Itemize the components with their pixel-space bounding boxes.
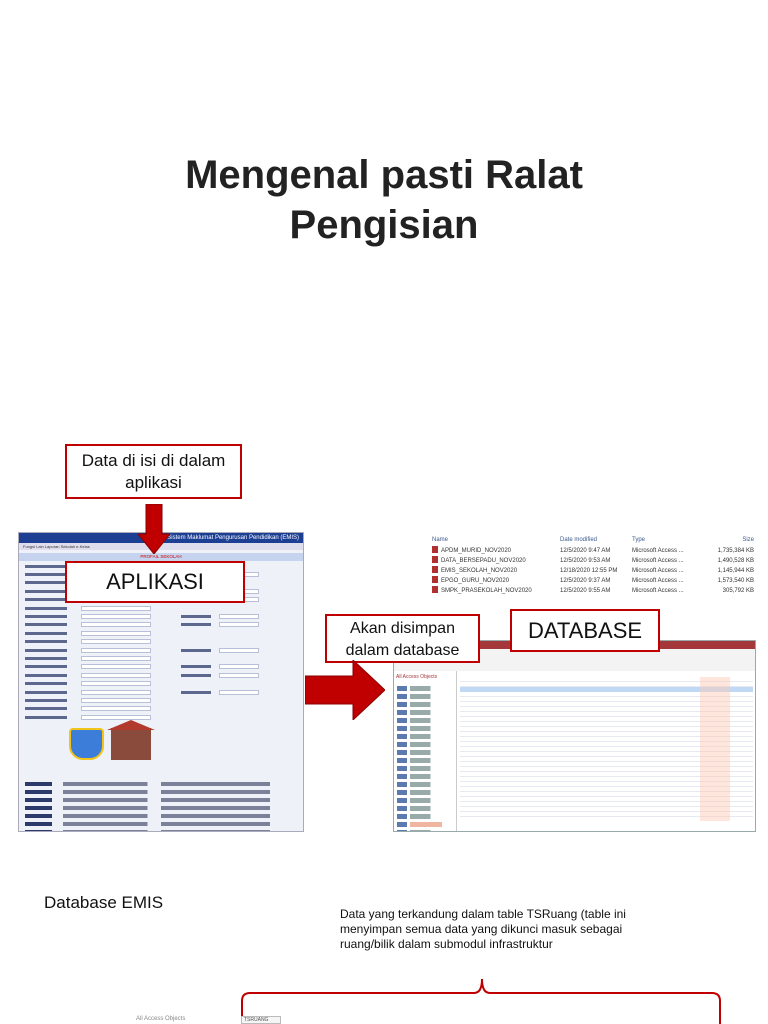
bottom-nav-title: All Access Objects: [136, 1016, 186, 1022]
arrow-down-icon: [138, 504, 170, 554]
slide-title-line-2: Pengisian: [289, 203, 479, 247]
nav-pane-title: All Access Objects: [396, 674, 438, 680]
tsruang-note: Data yang terkandung dalam table TSRuang…: [340, 907, 626, 951]
col-modified: Date modified: [560, 537, 598, 543]
database-emis-heading: Database EMIS: [44, 893, 164, 912]
slide-title-line-1: Mengenal pasti Ralat: [185, 153, 583, 197]
slide-title: Mengenal pasti Ralat Pengisian: [0, 150, 768, 250]
app-note-callout: Data di isi di dalam aplikasi: [65, 444, 242, 499]
file-row[interactable]: APDM_MURID_NOV2020 12/5/2020 9:47 AM Mic…: [428, 546, 764, 556]
app-form-rows: [19, 563, 303, 720]
database-label: DATABASE: [510, 609, 660, 652]
col-name: Name: [432, 537, 449, 543]
file-list: Name Date modified Type Size APDM_MURID_…: [428, 534, 764, 606]
database-screenshot: All Access Objects: [393, 640, 756, 832]
col-type: Type: [632, 537, 646, 543]
file-list-header: Name Date modified Type Size: [428, 534, 764, 546]
bottom-access-strip: All Access Objects TSRUANG: [136, 1016, 726, 1024]
school-crest-image: [69, 728, 104, 760]
app-menu-tabs: Fungsi Lain Laporan Sekolah e-Kelas: [19, 543, 303, 550]
file-row[interactable]: EMIS_SEKOLAH_NOV2020 12/18/2020 12:55 PM…: [428, 566, 764, 576]
curly-brace-icon: [241, 978, 721, 1024]
access-file-icon: [432, 546, 438, 553]
access-file-icon: [432, 586, 438, 593]
file-row[interactable]: DATA_BERSEPADU_NOV2020 12/5/2020 9:53 AM…: [428, 556, 764, 566]
school-building-image: [107, 720, 155, 760]
access-file-icon: [432, 556, 438, 563]
file-row[interactable]: SMPK_PRASEKOLAH_NOV2020 12/5/2020 9:55 A…: [428, 586, 764, 596]
aplikasi-label: APLIKASI: [65, 561, 245, 603]
app-label-checklist: [25, 778, 297, 831]
app-note-text: Data di isi di dalam aplikasi: [81, 451, 226, 492]
col-size: Size: [742, 537, 754, 543]
db-note-text: Akan disimpan dalam database: [345, 620, 460, 659]
access-file-icon: [432, 576, 438, 583]
app-section-title: PROFAIL SEKOLAH: [19, 553, 303, 561]
db-note-callout: Akan disimpan dalam database: [325, 614, 480, 663]
arrow-right-icon: [305, 660, 385, 720]
access-datasheet-grid: [460, 677, 753, 821]
access-file-icon: [432, 566, 438, 573]
tab-tsruang[interactable]: TSRUANG: [241, 1016, 281, 1024]
access-navigation-pane: All Access Objects: [394, 671, 457, 831]
file-row[interactable]: EPGO_GURU_NOV2020 12/5/2020 9:37 AM Micr…: [428, 576, 764, 586]
